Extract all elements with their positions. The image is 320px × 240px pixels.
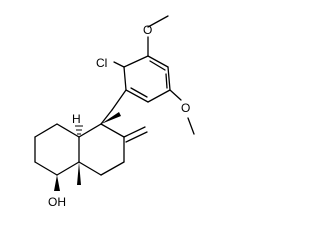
methyl-wedge-top [101, 112, 121, 124]
hydroxyl-label: OH [48, 195, 66, 209]
aromatic-ring [123, 55, 171, 103]
stereo-h-label: H [72, 112, 81, 126]
exocyclic-methylene [123, 126, 148, 143]
chloro-label: Cl [96, 56, 107, 70]
benzyl-linker [100, 89, 127, 125]
hydroxyl-wedge [54, 175, 60, 191]
lower-ring [34, 123, 80, 176]
chemical-structure: Cl O O H OH [34, 15, 195, 209]
stereo-h-hash [75, 125, 83, 135]
methoxy-bottom [169, 89, 195, 135]
methoxy-top-o-label: O [143, 23, 152, 37]
methoxy-bottom-o-label: O [181, 101, 190, 115]
methoxy-top [147, 15, 169, 57]
methyl-wedge-bottom [77, 162, 81, 185]
chloro-substituent [113, 61, 125, 68]
upper-ring [78, 123, 125, 176]
